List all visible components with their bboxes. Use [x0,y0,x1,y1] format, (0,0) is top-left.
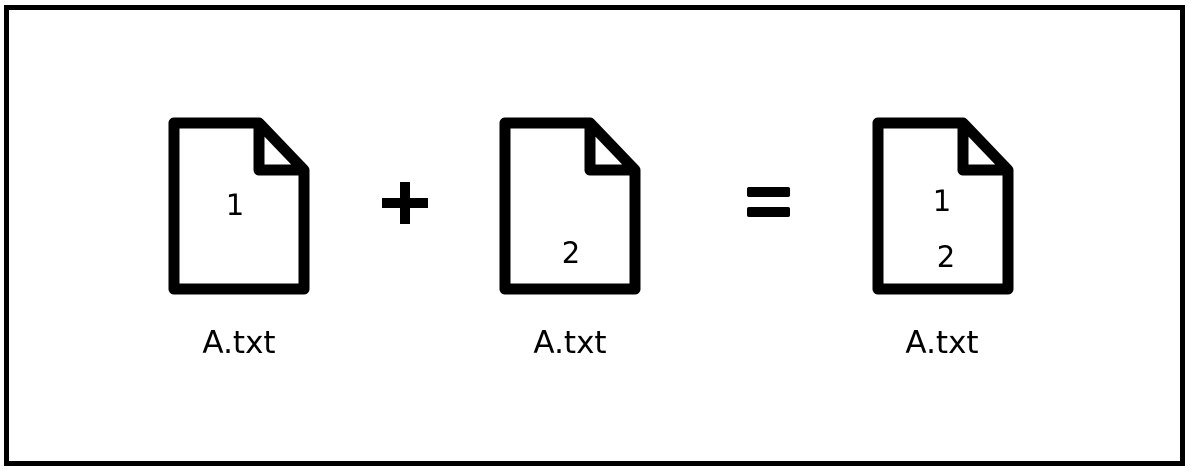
equals-icon [747,187,790,217]
file-content-line: 1 [932,184,952,218]
file-content-line: 2 [936,240,956,274]
document-icon [168,117,310,295]
file-content-line: 2 [561,236,581,270]
document-icon [499,117,641,295]
file-icon: 1 2 [872,117,1014,295]
file-name: A.txt [533,325,607,361]
file-icon: 1 [168,117,310,295]
file-icon: 2 [499,117,641,295]
file-name: A.txt [202,325,276,361]
file-name: A.txt [905,325,979,361]
document-icon [872,117,1014,295]
file-content-line: 1 [225,188,245,222]
plus-icon [382,182,428,224]
diagram-frame [4,5,1185,466]
